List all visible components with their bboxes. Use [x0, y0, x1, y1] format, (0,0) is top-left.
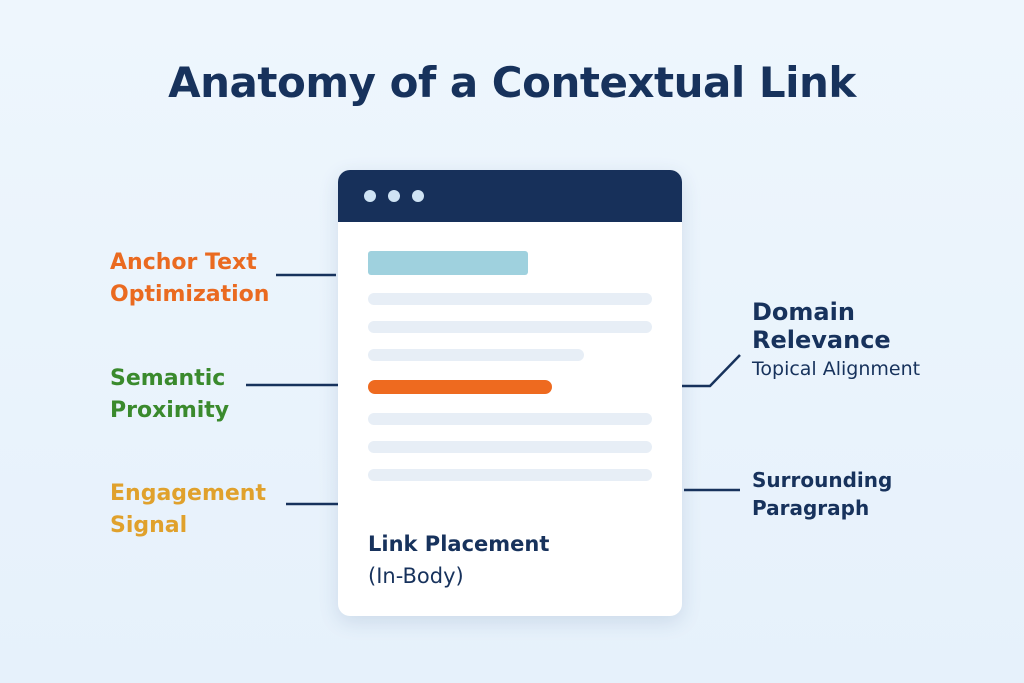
- semantic-proximity-label: Semantic Proximity: [110, 363, 229, 427]
- engagement-signal-label: Engagement Signal: [110, 478, 266, 542]
- surrounding-paragraph-label: Surrounding Paragraph: [752, 466, 892, 522]
- text-placeholder-bar: [368, 349, 584, 361]
- text-placeholder-bar: [368, 413, 652, 425]
- anchor-text-label: Anchor Text Optimization: [110, 247, 269, 311]
- contextual-link-bar: [368, 380, 552, 394]
- domain-relevance-line2: Relevance: [752, 326, 891, 354]
- link-placement-label: Link Placement (In-Body): [368, 528, 549, 592]
- text-placeholder-bar: [368, 321, 652, 333]
- semantic-proximity-line1: Semantic: [110, 366, 226, 391]
- anchor-text-line1: Anchor Text: [110, 250, 257, 275]
- browser-window: Link Placement (In-Body): [338, 170, 682, 616]
- surrounding-paragraph-line1: Surrounding: [752, 468, 893, 492]
- diagram-title: Anatomy of a Contextual Link: [168, 58, 856, 107]
- domain-relevance-subtitle: Topical Alignment: [752, 358, 921, 380]
- text-placeholder-bar: [368, 293, 652, 305]
- link-placement-subtitle: (In-Body): [368, 564, 464, 588]
- engagement-signal-line2: Signal: [110, 513, 188, 538]
- text-placeholder-bar: [368, 469, 652, 481]
- text-placeholder-bar: [368, 441, 652, 453]
- browser-titlebar: [338, 170, 682, 222]
- window-dot-icon: [412, 190, 424, 202]
- semantic-proximity-line2: Proximity: [110, 398, 230, 423]
- heading-placeholder-bar: [368, 251, 528, 275]
- anchor-text-line2: Optimization: [110, 282, 270, 307]
- link-placement-title: Link Placement: [368, 532, 550, 556]
- domain-relevance-label: Domain Relevance Topical Alignment: [752, 298, 920, 384]
- window-dot-icon: [364, 190, 376, 202]
- surrounding-paragraph-line2: Paragraph: [752, 496, 870, 520]
- domain-relevance-line1: Domain: [752, 298, 855, 326]
- window-dot-icon: [388, 190, 400, 202]
- engagement-signal-line1: Engagement: [110, 481, 266, 506]
